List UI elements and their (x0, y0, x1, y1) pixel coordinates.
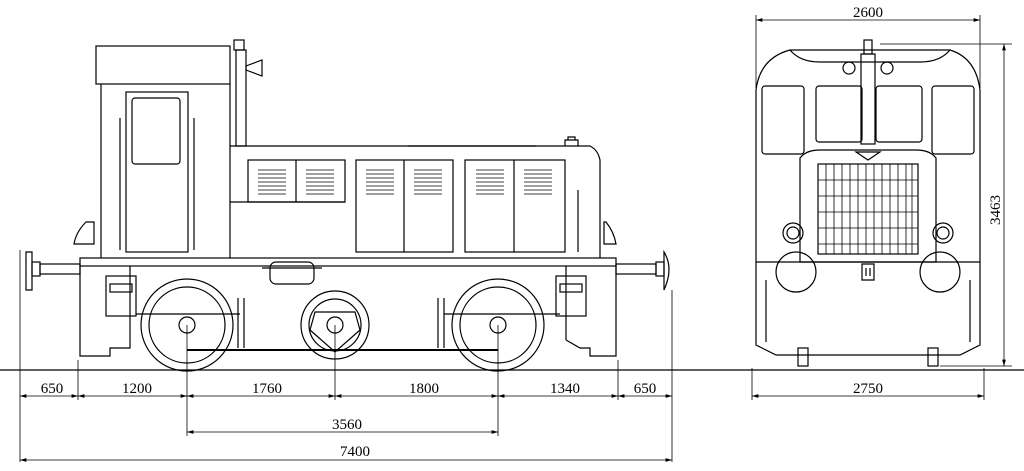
dim-buffer-front: 650 (41, 381, 64, 397)
dim-buffer-rear: 650 (634, 381, 657, 397)
sandbox-front (105, 275, 137, 317)
hood-outline (230, 145, 601, 258)
side-view: 650 1200 1760 1800 1340 650 3560 7400 (0, 39, 1024, 462)
cab-door (125, 91, 189, 253)
dim-overhang-front: 1200 (122, 381, 152, 397)
headlamp-rear (603, 221, 617, 245)
front-buffer-right (919, 251, 961, 293)
dim-axle-mid-to-rear: 1800 (409, 381, 439, 397)
front-coupler (861, 263, 875, 281)
front-exhaust-top (863, 39, 873, 55)
front-dimension-lines (752, 18, 1006, 398)
hood-door-3 (464, 159, 566, 253)
cab-door-window (131, 97, 181, 165)
front-view: 2600 2750 3463 (751, 5, 1012, 400)
front-step-right (927, 347, 939, 367)
dimension-lines (19, 394, 672, 462)
dim-length-over-buffers: 7400 (340, 444, 370, 460)
horn (245, 59, 263, 77)
exhaust-stack (233, 39, 245, 51)
buffers (25, 249, 670, 291)
front-marker-right (880, 61, 894, 75)
front-extension-lines (751, 15, 1012, 400)
grille-bars (818, 164, 918, 254)
front-body-outline (755, 49, 981, 356)
front-buffer-left (775, 251, 817, 293)
front-hood (799, 149, 937, 263)
cab-roof (95, 45, 231, 85)
dim-top-width: 2600 (853, 5, 883, 21)
headlamp-front (73, 221, 95, 245)
front-marker-left (842, 61, 856, 75)
exhaust-pipe (235, 49, 247, 147)
running-board (79, 257, 617, 267)
extension-lines (19, 250, 673, 462)
springs (237, 298, 445, 348)
front-windows (761, 85, 975, 155)
dim-wheelbase: 3560 (332, 417, 362, 433)
dim-overhang-rear: 1340 (550, 381, 580, 397)
main-frame (79, 266, 617, 357)
hood-louvres (258, 169, 552, 195)
front-lamp-left (782, 222, 804, 244)
dim-axle-front-to-mid: 1760 (252, 381, 282, 397)
front-exhaust (860, 53, 876, 145)
fuel-tank (269, 261, 315, 285)
dim-height: 3463 (988, 195, 1004, 225)
front-lamp-right (932, 222, 954, 244)
front-roof (789, 49, 951, 63)
front-frame-sides (765, 280, 971, 342)
cab-body (100, 84, 231, 258)
filler-cap (564, 136, 579, 146)
front-step-left (797, 347, 809, 367)
front-emblem (854, 151, 882, 161)
dim-bottom-width: 2750 (853, 381, 883, 397)
hood-doors (247, 159, 579, 253)
sandbox-rear (555, 275, 587, 317)
radiator-grille (817, 163, 919, 255)
